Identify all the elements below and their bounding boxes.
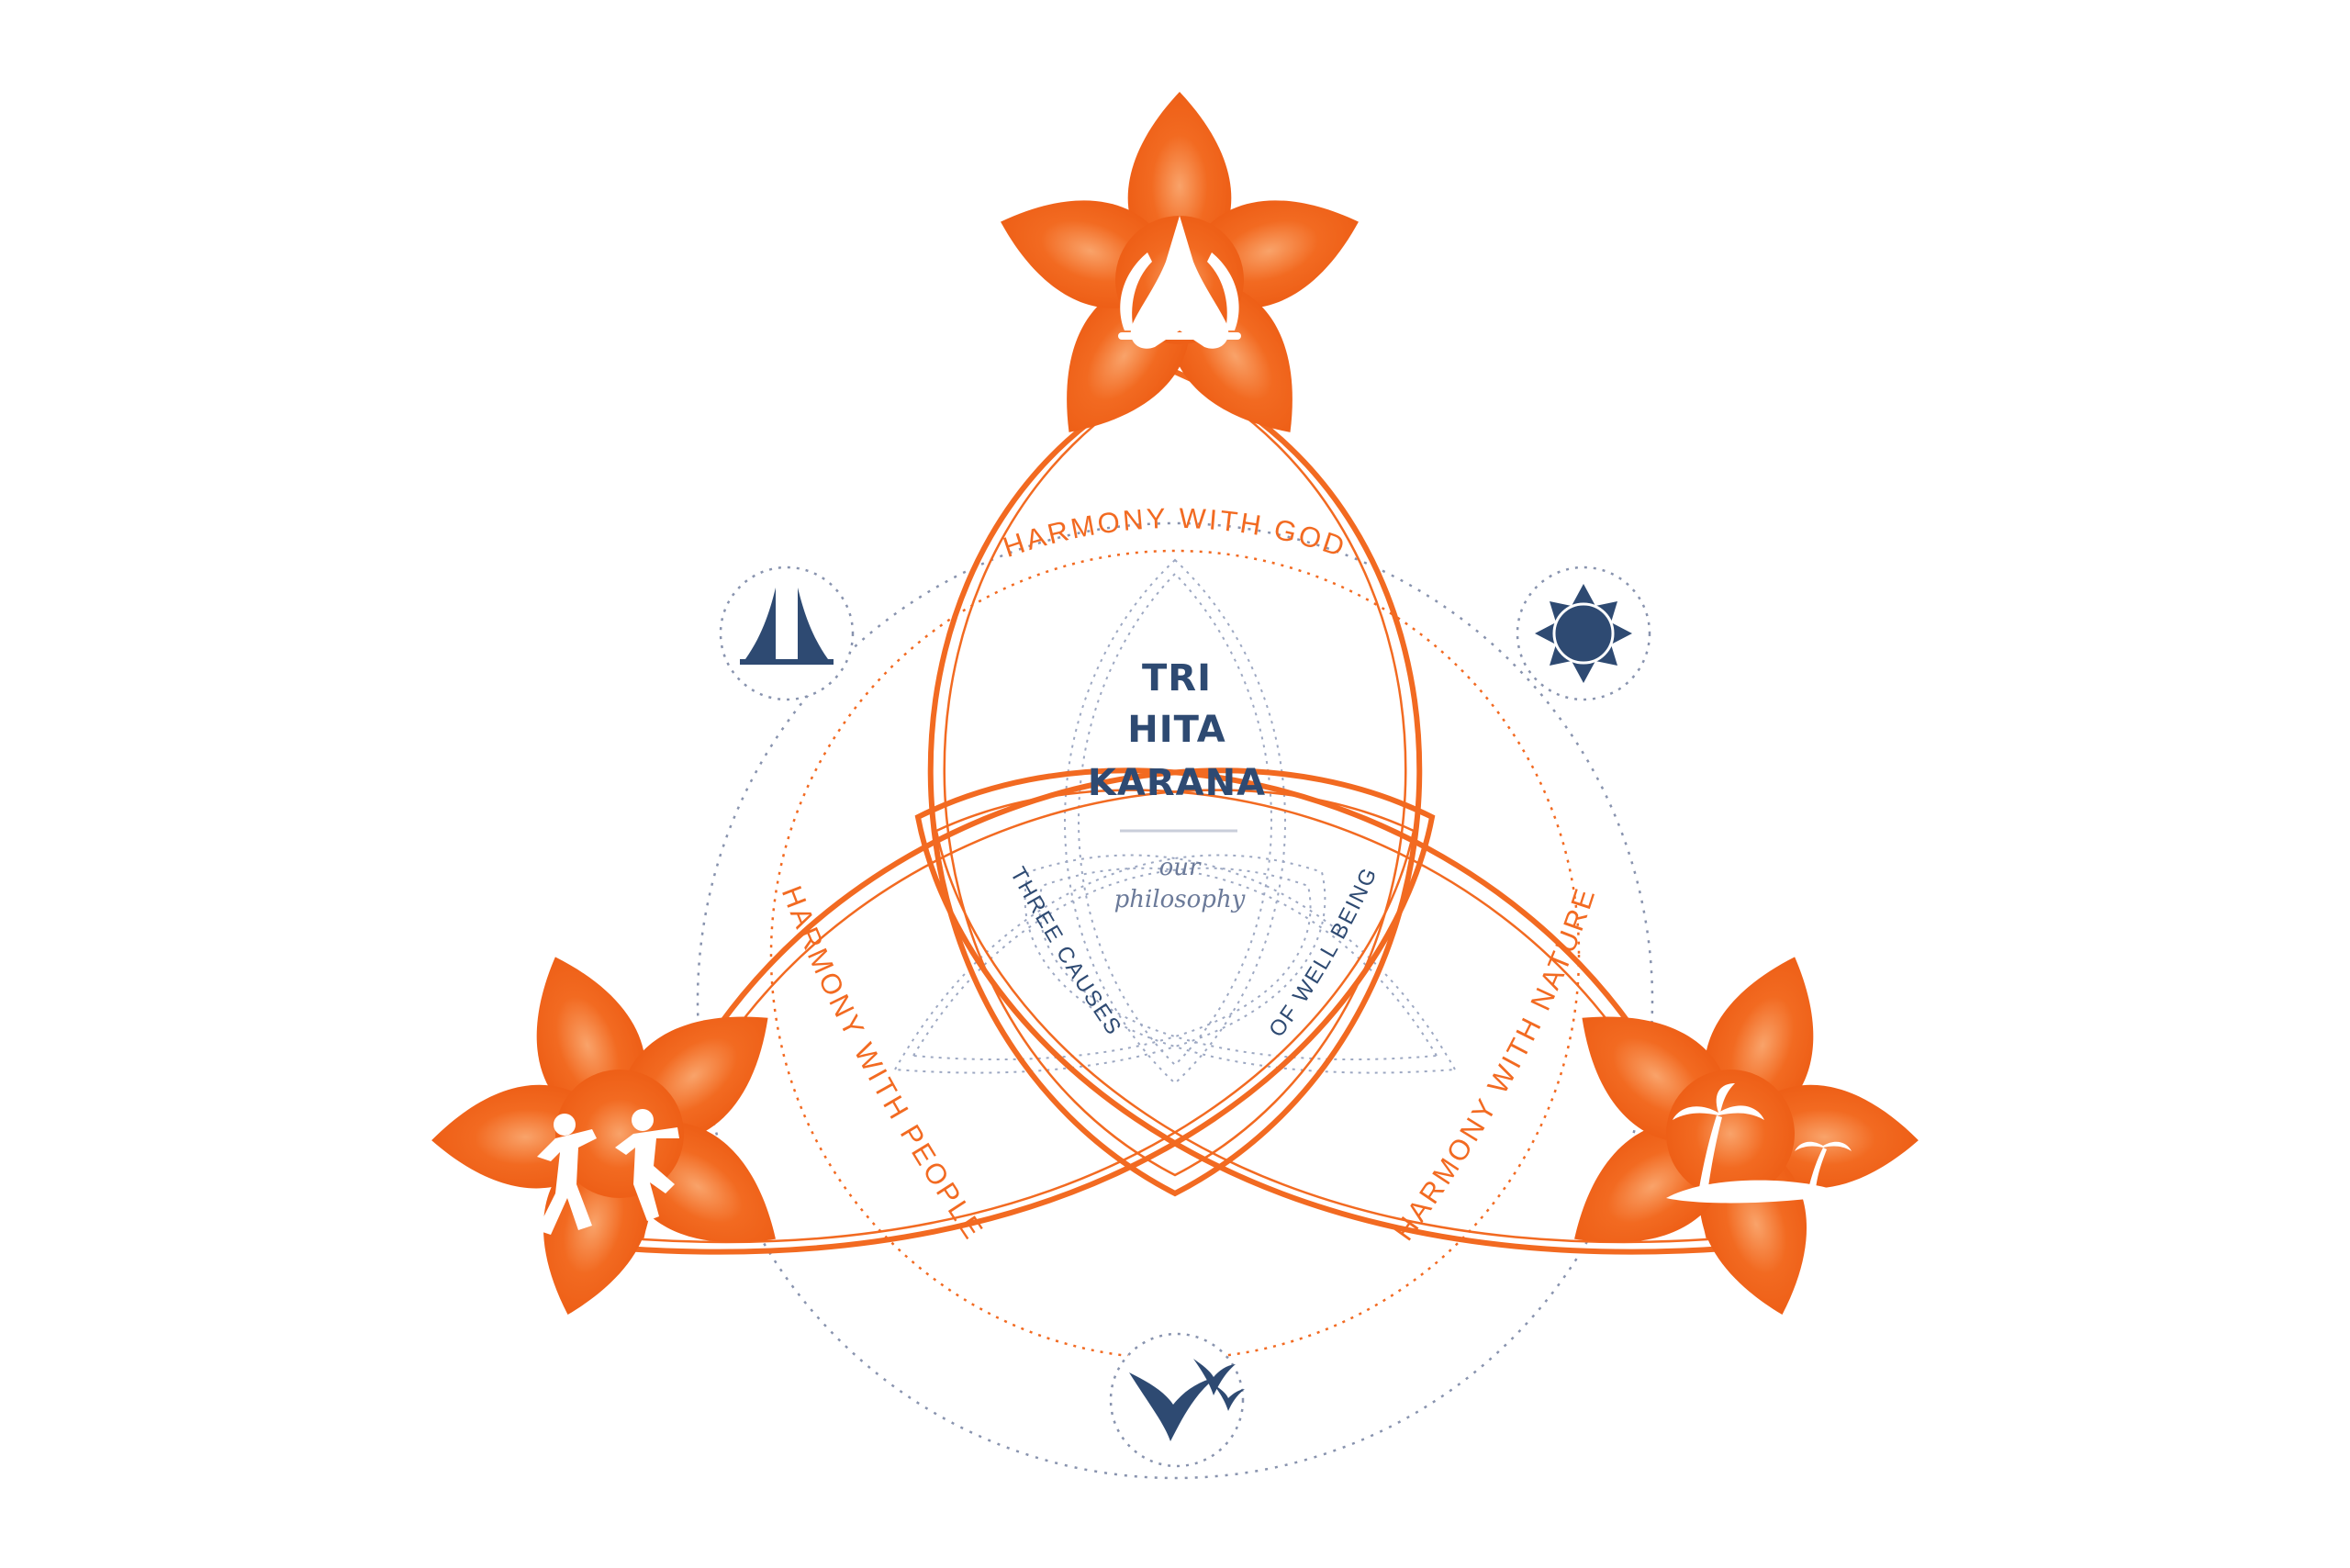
palm-island-icon: [1666, 1083, 1852, 1204]
sun-mandala-icon: [1516, 566, 1651, 701]
title-line-1: TRI: [1142, 657, 1212, 700]
praying-hands-icon: [1118, 216, 1241, 349]
main-trefoil: [621, 368, 1729, 1255]
temple-gate-icon: [719, 566, 855, 701]
center-subtitle: our philosophy: [1114, 854, 1246, 913]
label-harmony-nature: HARMONY WITH NATURE: [1387, 882, 1602, 1246]
title-line-2: HITA: [1127, 709, 1226, 751]
inner-trefoil: [893, 558, 1457, 1085]
subtitle-line-1: our: [1159, 854, 1202, 881]
left-flower: [372, 890, 866, 1372]
label-three-causes: THREE CAUSES: [1005, 863, 1127, 1040]
label-harmony-god: HARMONY WITH GOD: [999, 502, 1350, 564]
center-title: TRI HITA KARANA: [1088, 657, 1266, 804]
dancers-icon: [537, 1109, 679, 1235]
title-line-3: KARANA: [1088, 762, 1266, 804]
outer-dotted-ring: [696, 521, 1654, 1480]
subtitle-line-2: philosophy: [1114, 886, 1246, 913]
swallows-icon: [1109, 1332, 1245, 1468]
